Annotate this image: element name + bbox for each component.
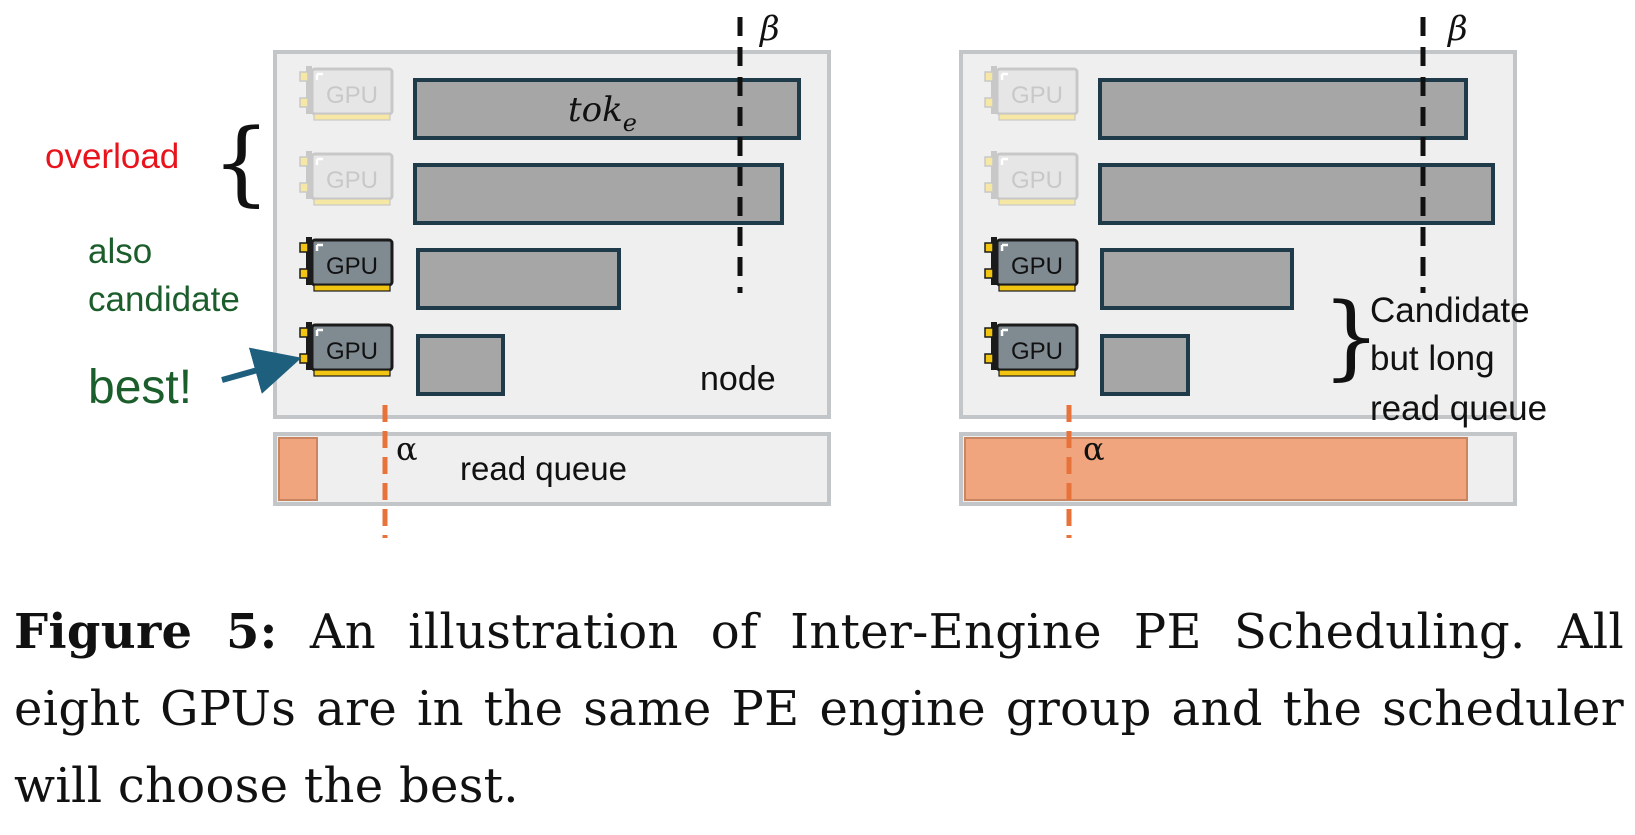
right-read-queue-fill xyxy=(964,437,1468,501)
best-label: best! xyxy=(88,361,192,414)
also-label: also xyxy=(88,232,152,271)
left-read-queue-label: read queue xyxy=(460,450,627,487)
right-panel: GPU GPU GPU GPU β α } Candidate but long… xyxy=(959,9,1547,538)
left-read-queue-fill xyxy=(278,437,318,501)
candidate-label: candidate xyxy=(88,280,240,319)
left-load-bar-2 xyxy=(413,163,784,225)
left-load-bar-1 xyxy=(413,78,801,140)
overload-brace: { xyxy=(212,109,271,216)
right-load-bar-3 xyxy=(1100,248,1294,310)
best-arrow xyxy=(221,347,302,394)
right-load-bar-2 xyxy=(1098,163,1495,225)
node-label: node xyxy=(700,360,776,398)
left-load-bar-4 xyxy=(416,334,505,396)
left-gpu-1-icon: GPU xyxy=(298,64,394,122)
right-load-bar-1 xyxy=(1098,78,1468,140)
left-gpu-4-icon: GPU xyxy=(298,320,394,378)
right-beta-label: β xyxy=(1446,9,1468,49)
left-beta-label: β xyxy=(758,9,780,49)
left-panel: GPU GPU GPU GPU toke β node read queue α xyxy=(45,9,831,538)
figure-caption: Figure 5: An illustration of Inter-Engin… xyxy=(14,594,1624,825)
left-load-bar-3 xyxy=(416,248,621,310)
overload-label: overload xyxy=(45,137,179,176)
caption-text: An illustration of Inter-Engine PE Sched… xyxy=(14,604,1625,814)
svg-text:GPU: GPU xyxy=(1011,253,1063,280)
right-gpu-3-icon: GPU xyxy=(983,235,1079,293)
svg-text:GPU: GPU xyxy=(1011,82,1063,109)
right-load-bar-4 xyxy=(1100,334,1190,396)
scheduling-diagram: GPU GPU GPU GPU toke β node read queue α xyxy=(45,9,1547,538)
svg-text:GPU: GPU xyxy=(326,167,378,194)
candidate-brace: } xyxy=(1322,283,1381,390)
tok-label: toke xyxy=(568,90,637,137)
svg-text:GPU: GPU xyxy=(326,82,378,109)
right-alpha-label: α xyxy=(1083,430,1105,468)
svg-text:GPU: GPU xyxy=(326,253,378,280)
caption-label: Figure 5: xyxy=(14,604,278,660)
right-gpu-1-icon: GPU xyxy=(983,64,1079,122)
right-note-line2: but long xyxy=(1370,339,1495,378)
left-gpu-3-icon: GPU xyxy=(298,235,394,293)
left-alpha-label: α xyxy=(396,430,418,468)
right-gpu-4-icon: GPU xyxy=(983,320,1079,378)
right-note-line3: read queue xyxy=(1370,389,1547,428)
right-gpu-2-icon: GPU xyxy=(983,149,1079,207)
left-gpu-2-icon: GPU xyxy=(298,149,394,207)
left-read-queue-box xyxy=(273,432,831,506)
svg-text:GPU: GPU xyxy=(326,338,378,365)
svg-text:GPU: GPU xyxy=(1011,338,1063,365)
right-note-line1: Candidate xyxy=(1370,291,1530,330)
svg-text:GPU: GPU xyxy=(1011,167,1063,194)
